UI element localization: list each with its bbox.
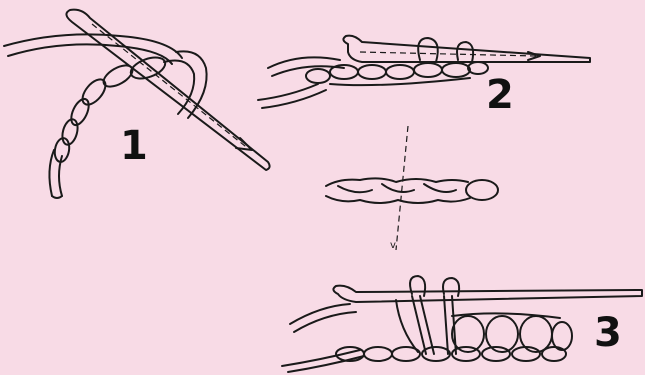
chain-center [326,178,498,203]
svg-text:v: v [390,240,396,251]
step-number-3: 3 [594,313,622,353]
posts-3 [396,296,456,354]
crochet-hook-3 [333,286,642,302]
chain-2 [306,62,488,85]
step-number-2: 2 [486,75,514,115]
step-number-1: 1 [120,126,148,166]
step-3-illustration [282,276,642,372]
step-2-illustration [258,36,590,108]
center-chain-illustration: v [326,126,498,251]
step-1-illustration [4,10,270,198]
crochet-hook-2 [343,36,590,62]
chain-3 [336,347,566,361]
